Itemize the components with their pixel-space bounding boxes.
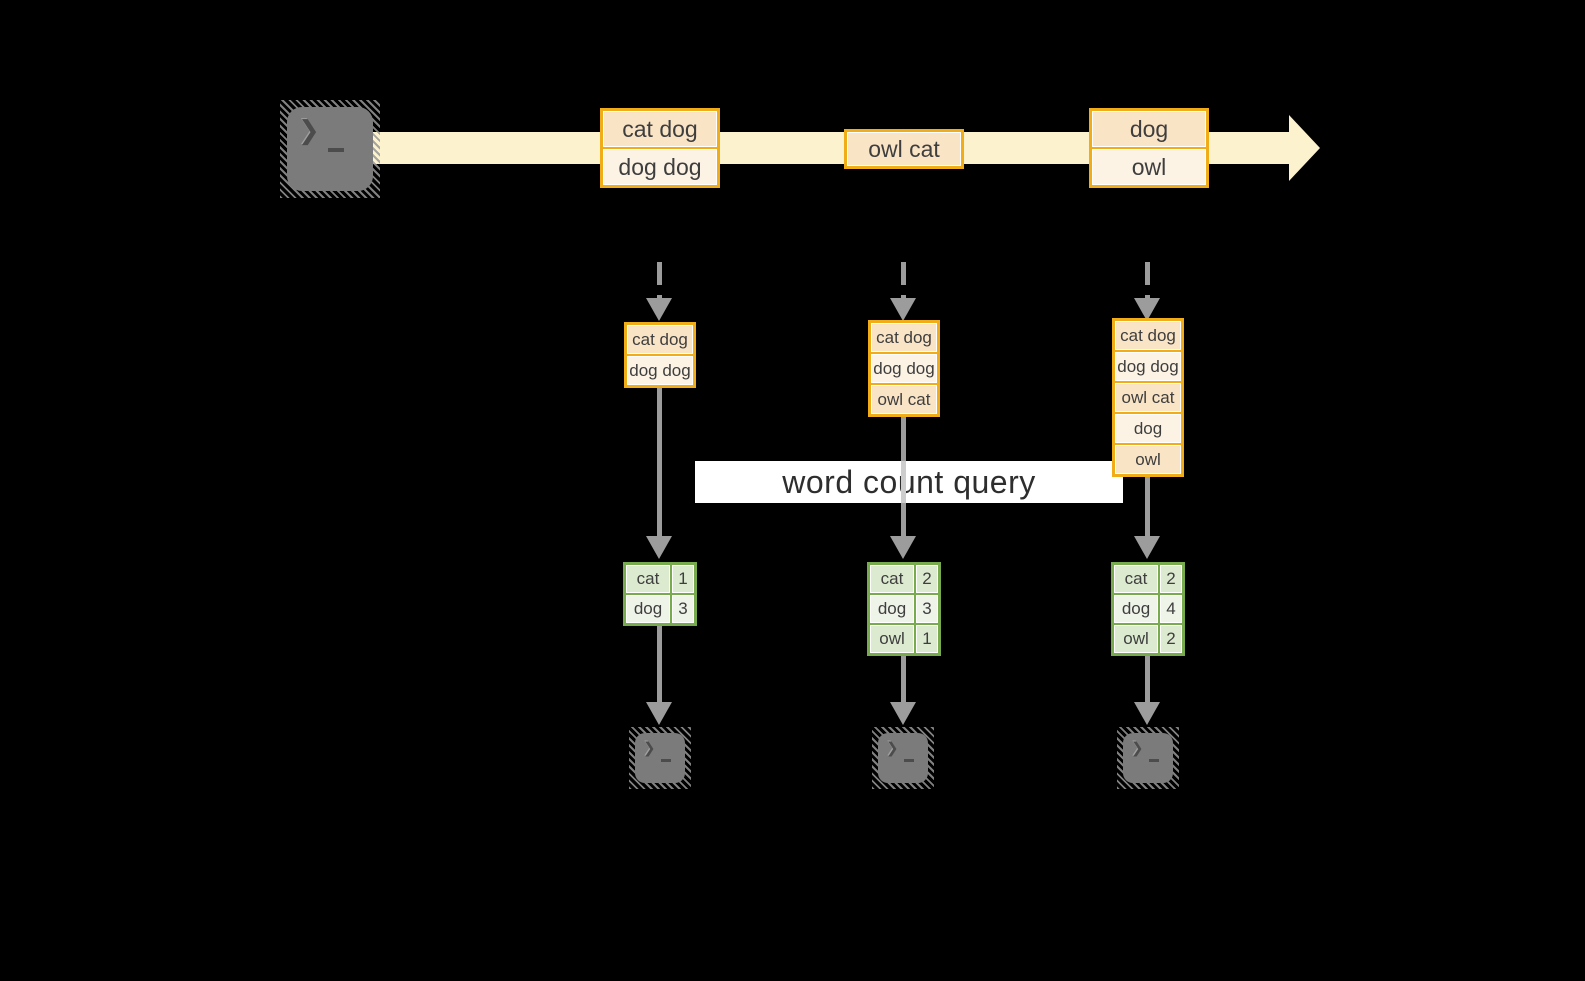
count-cell: 3 bbox=[916, 595, 938, 623]
word-cell: owl bbox=[1114, 625, 1158, 653]
count-row: dog 3 bbox=[870, 595, 938, 623]
count-cell: 2 bbox=[1160, 565, 1182, 593]
buffer-cell: owl bbox=[1115, 445, 1181, 474]
output-arrow-2 bbox=[901, 656, 906, 702]
count-cell: 3 bbox=[672, 595, 694, 623]
output-arrow-3 bbox=[1145, 656, 1150, 702]
cursor-icon bbox=[328, 148, 344, 152]
count-cell: 2 bbox=[1160, 625, 1182, 653]
count-table-1: cat 1 dog 3 bbox=[623, 562, 697, 626]
word-cell: owl bbox=[870, 625, 914, 653]
stream-batch-3: dog owl bbox=[1089, 108, 1209, 188]
prompt-icon: ❯ bbox=[298, 115, 320, 145]
ingest-arrowhead-icon bbox=[646, 298, 672, 321]
buffer-cell: dog dog bbox=[871, 354, 937, 383]
batch-cell: dog bbox=[1092, 111, 1206, 147]
stream-batch-2: owl cat bbox=[844, 129, 964, 169]
terminal-body: ❯ bbox=[878, 733, 928, 783]
buffer-cell: dog dog bbox=[627, 356, 693, 385]
count-row: cat 1 bbox=[626, 565, 694, 593]
cursor-icon bbox=[1149, 759, 1159, 762]
sink-terminal-icon-2: ❯ bbox=[872, 727, 934, 789]
ingest-arrow-2 bbox=[901, 262, 906, 298]
batch-cell: cat dog bbox=[603, 111, 717, 147]
buffer-stack-2: cat dog dog dog owl cat bbox=[868, 320, 940, 417]
count-cell: 4 bbox=[1160, 595, 1182, 623]
buffer-stack-1: cat dog dog dog bbox=[624, 322, 696, 388]
buffer-cell: cat dog bbox=[1115, 321, 1181, 350]
prompt-icon: ❯ bbox=[1131, 740, 1144, 757]
query-arrow-through-banner bbox=[901, 461, 906, 503]
word-cell: cat bbox=[870, 565, 914, 593]
prompt-icon: ❯ bbox=[643, 740, 656, 757]
buffer-stack-3: cat dog dog dog owl cat dog owl bbox=[1112, 318, 1184, 477]
ingest-arrowhead-icon bbox=[890, 298, 916, 321]
query-arrowhead-icon bbox=[646, 536, 672, 559]
query-banner: word count query bbox=[695, 461, 1123, 503]
count-row: cat 2 bbox=[870, 565, 938, 593]
source-terminal-icon: ❯ bbox=[280, 100, 380, 198]
ingest-arrow-3 bbox=[1145, 262, 1150, 298]
buffer-cell: dog bbox=[1115, 414, 1181, 443]
terminal-body: ❯ bbox=[287, 107, 373, 191]
batch-cell: owl bbox=[1092, 149, 1206, 185]
stream-arrowhead-icon bbox=[1289, 115, 1320, 181]
word-cell: cat bbox=[1114, 565, 1158, 593]
word-cell: dog bbox=[626, 595, 670, 623]
count-table-3: cat 2 dog 4 owl 2 bbox=[1111, 562, 1185, 656]
count-row: owl 2 bbox=[1114, 625, 1182, 653]
query-arrowhead-icon bbox=[890, 536, 916, 559]
output-arrowhead-icon bbox=[890, 702, 916, 725]
terminal-body: ❯ bbox=[1123, 733, 1173, 783]
count-cell: 2 bbox=[916, 565, 938, 593]
ingest-arrow-1 bbox=[657, 262, 662, 298]
buffer-cell: dog dog bbox=[1115, 352, 1181, 381]
count-row: cat 2 bbox=[1114, 565, 1182, 593]
buffer-cell: owl cat bbox=[871, 385, 937, 414]
query-arrow-3 bbox=[1145, 475, 1150, 536]
count-row: dog 3 bbox=[626, 595, 694, 623]
query-arrowhead-icon bbox=[1134, 536, 1160, 559]
word-cell: cat bbox=[626, 565, 670, 593]
terminal-body: ❯ bbox=[635, 733, 685, 783]
query-arrow-1 bbox=[657, 386, 662, 536]
batch-cell: owl cat bbox=[847, 132, 961, 166]
output-arrowhead-icon bbox=[646, 702, 672, 725]
sink-terminal-icon-3: ❯ bbox=[1117, 727, 1179, 789]
count-cell: 1 bbox=[672, 565, 694, 593]
cursor-icon bbox=[904, 759, 914, 762]
sink-terminal-icon-1: ❯ bbox=[629, 727, 691, 789]
count-cell: 1 bbox=[916, 625, 938, 653]
buffer-cell: owl cat bbox=[1115, 383, 1181, 412]
count-row: owl 1 bbox=[870, 625, 938, 653]
prompt-icon: ❯ bbox=[886, 740, 899, 757]
buffer-cell: cat dog bbox=[871, 323, 937, 352]
count-row: dog 4 bbox=[1114, 595, 1182, 623]
buffer-cell: cat dog bbox=[627, 325, 693, 354]
query-banner-label: word count query bbox=[782, 463, 1036, 500]
ingest-arrowhead-icon bbox=[1134, 298, 1160, 321]
count-table-2: cat 2 dog 3 owl 1 bbox=[867, 562, 941, 656]
batch-cell: dog dog bbox=[603, 149, 717, 185]
output-arrow-1 bbox=[657, 626, 662, 702]
output-arrowhead-icon bbox=[1134, 702, 1160, 725]
word-cell: dog bbox=[870, 595, 914, 623]
cursor-icon bbox=[661, 759, 671, 762]
word-cell: dog bbox=[1114, 595, 1158, 623]
stream-batch-1: cat dog dog dog bbox=[600, 108, 720, 188]
